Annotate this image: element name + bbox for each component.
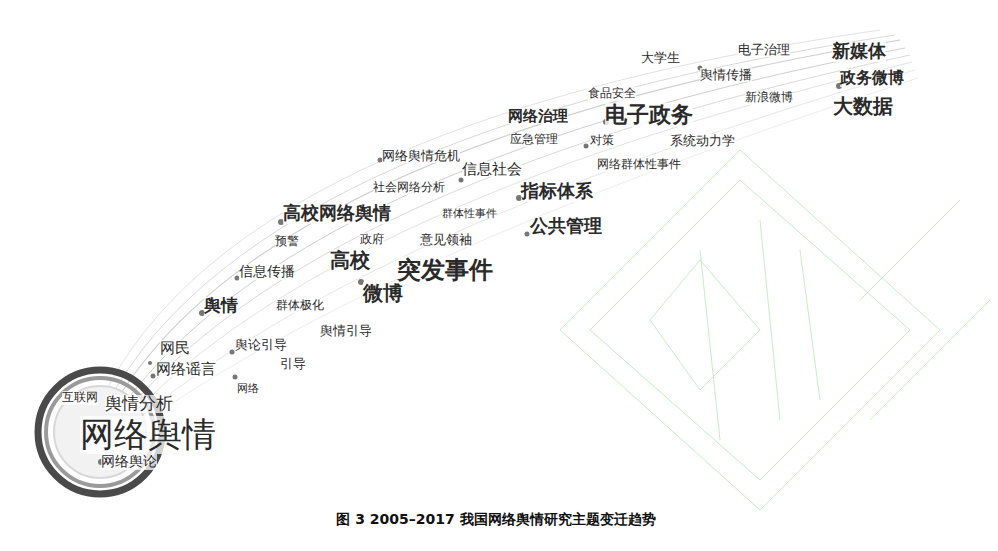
figure-caption: 图 3 2005–2017 我国网络舆情研究主题变迁趋势 <box>336 511 655 529</box>
keyword-label: 社会网络分析 <box>373 181 445 194</box>
keyword-label: 舆论引导 <box>235 338 287 352</box>
keyword-label: 公共管理 <box>530 217 602 237</box>
keyword-label: 食品安全 <box>588 87 636 100</box>
keyword-label: 系统动力学 <box>670 134 735 148</box>
keyword-label: 新媒体 <box>832 42 886 62</box>
keyword-label: 政府 <box>360 233 384 246</box>
keyword-label: 高校网络舆情 <box>283 204 391 224</box>
keyword-label: 信息社会 <box>462 161 522 178</box>
keyword-label: 电子治理 <box>738 43 790 57</box>
keyword-label: 大数据 <box>833 95 893 117</box>
keyword-label: 预警 <box>275 235 299 248</box>
keyword-label: 网络 <box>237 382 259 394</box>
keyword-label: 应急管理 <box>510 133 558 146</box>
keyword-label: 高校 <box>330 249 370 271</box>
keyword-label: 大学生 <box>641 51 680 65</box>
keyword-label: 网络舆情 <box>80 416 216 453</box>
keyword-label: 意见领袖 <box>420 233 472 247</box>
keyword-label: 引导 <box>280 357 306 371</box>
keyword-label: 舆情传播 <box>700 68 752 82</box>
keyword-label: 网络谣言 <box>156 361 216 378</box>
keyword-label: 信息传播 <box>239 264 295 279</box>
keyword-label: 网络舆论 <box>101 454 157 469</box>
keyword-label: 互联网 <box>62 391 98 404</box>
keyword-label: 政务微博 <box>840 69 904 87</box>
keyword-label: 指标体系 <box>521 182 593 202</box>
keyword-label: 舆情 <box>204 297 238 316</box>
keyword-label: 网民 <box>160 340 190 357</box>
keyword-label: 突发事件 <box>397 257 493 283</box>
keyword-label: 微博 <box>363 282 403 304</box>
keyword-label: 舆情分析 <box>105 395 173 414</box>
keyword-label: 网络治理 <box>508 108 568 125</box>
keyword-label: 新浪微博 <box>745 91 793 104</box>
keyword-label: 电子政务 <box>605 103 693 127</box>
watermark <box>560 150 990 510</box>
keyword-label: 对策 <box>590 134 614 147</box>
keyword-label: 群体性事件 <box>442 207 497 219</box>
keyword-label: 群体极化 <box>276 299 324 312</box>
trend-arc <box>85 30 918 440</box>
keyword-label: 舆情引导 <box>320 324 372 338</box>
keyword-label: 网络舆情危机 <box>382 149 460 163</box>
keyword-dots <box>98 66 842 466</box>
keyword-label: 网络群体性事件 <box>597 158 681 171</box>
